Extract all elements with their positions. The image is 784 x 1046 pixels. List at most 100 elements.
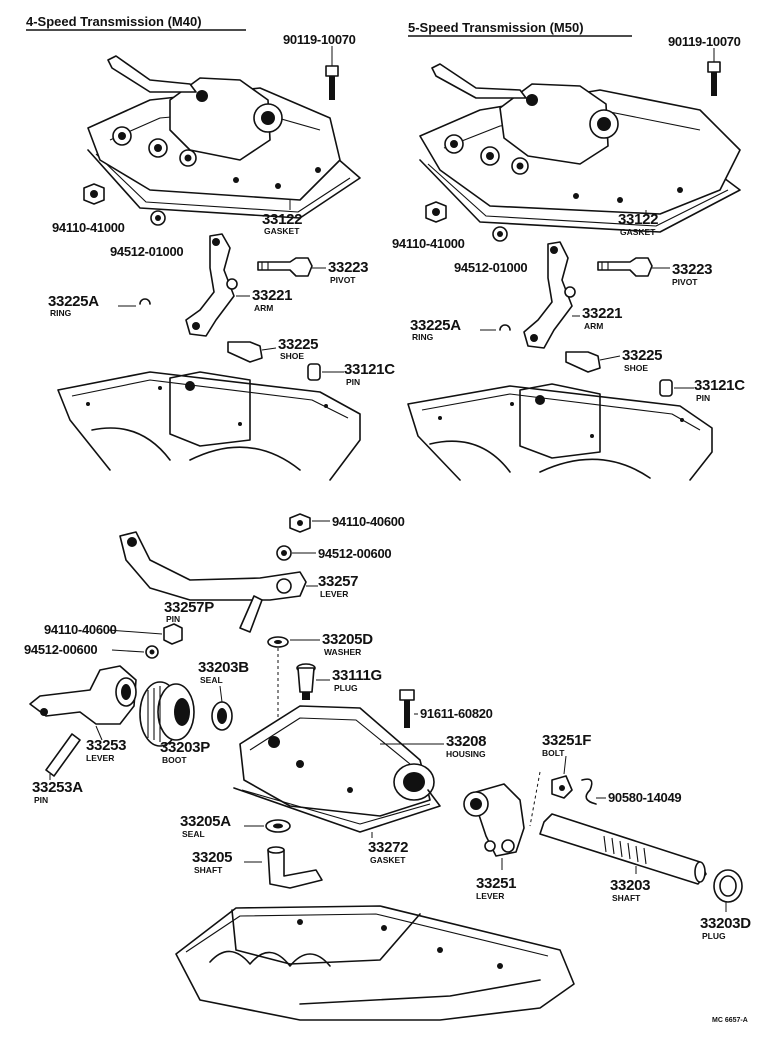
- label-shoe-m50: SHOE: [624, 363, 648, 373]
- label-shoe-m40: SHOE: [280, 351, 304, 361]
- label-33121C-m50: 33121C: [694, 377, 745, 394]
- label-33257: 33257: [318, 573, 358, 590]
- label-33111G: 33111G: [332, 667, 382, 684]
- housing-33208: [239, 705, 435, 817]
- label-33205D: 33205D: [322, 631, 373, 648]
- title-m50: 5-Speed Transmission (M50): [408, 20, 584, 35]
- m50-transmission-case: [407, 383, 713, 481]
- seal-33203B: [211, 701, 233, 731]
- label-33208: 33208: [446, 733, 486, 750]
- lever-33251: [463, 783, 525, 857]
- label-33251: 33251: [476, 875, 516, 892]
- seal-33205A: [265, 819, 291, 833]
- label-94110-40600-top: 94110-40600: [332, 514, 405, 529]
- label-33203B: 33203B: [198, 659, 249, 676]
- label-33122-m40: 33122: [262, 211, 302, 228]
- label-94110-40600-left: 94110-40600: [44, 622, 117, 637]
- m40-bolt-90119: [325, 65, 339, 100]
- label-pin-m50: PIN: [696, 393, 710, 403]
- label-pin-33253A: PIN: [34, 795, 48, 805]
- pin-33253A: [45, 733, 81, 777]
- shaft-33203: [539, 813, 707, 885]
- m50-pin-33121C: [659, 379, 673, 397]
- label-33205: 33205: [192, 849, 232, 866]
- diagram-code: MC 6657-A: [712, 1017, 748, 1024]
- plug-33203D: [713, 869, 743, 903]
- label-arm-m50: ARM: [584, 321, 603, 331]
- m50-bolt-90119: [707, 61, 721, 96]
- label-plug-33203D: PLUG: [702, 931, 726, 941]
- label-91611-60820: 91611-60820: [420, 706, 493, 721]
- label-seal-33203B: SEAL: [200, 675, 223, 685]
- label-ring-m40: RING: [50, 308, 72, 318]
- m40-nut-94110-41000: [83, 183, 105, 205]
- label-94512-00600-left: 94512-00600: [24, 642, 97, 657]
- label-pivot-m40: PIVOT: [330, 275, 356, 285]
- label-bolt-33251F: BOLT: [542, 748, 565, 758]
- pin-33257P: [239, 595, 263, 633]
- nut-94110-40600-top: [289, 513, 311, 533]
- label-33203D: 33203D: [700, 915, 751, 932]
- label-33253: 33253: [86, 737, 126, 754]
- shaft-33205: [267, 846, 323, 889]
- label-90580-14049: 90580-14049: [608, 790, 681, 805]
- label-90119-m40: 90119-10070: [283, 32, 356, 47]
- m50-shoe-33225: [565, 351, 601, 373]
- label-boot-33203P: BOOT: [162, 755, 187, 765]
- m50-ring-33225A: [499, 324, 511, 331]
- label-94110-41000-m40: 94110-41000: [52, 220, 125, 235]
- label-shaft-33203: SHAFT: [612, 893, 641, 903]
- lever-33253: [29, 665, 137, 725]
- m40-shoe-33225: [227, 341, 263, 363]
- label-33225A-m40: 33225A: [48, 293, 99, 310]
- label-33225-m40: 33225: [278, 336, 318, 353]
- label-ring-m50: RING: [412, 332, 434, 342]
- label-33225A-m50: 33225A: [410, 317, 461, 334]
- label-90119-m50: 90119-10070: [668, 34, 741, 49]
- bolt-91611-60820: [399, 689, 415, 728]
- plug-33111G: [296, 663, 316, 700]
- label-33251F: 33251F: [542, 732, 591, 749]
- m40-shift-cover-assembly: [87, 55, 361, 219]
- label-arm-m40: ARM: [254, 303, 273, 313]
- label-plug-33111G: PLUG: [334, 683, 358, 693]
- label-gasket-m50: GASKET: [620, 227, 656, 237]
- lower-transmission-case: [175, 905, 575, 1021]
- label-seal-33205A: SEAL: [182, 829, 205, 839]
- label-33221-m40: 33221: [252, 287, 292, 304]
- label-33203P: 33203P: [160, 739, 210, 756]
- label-pin-33257P: PIN: [166, 614, 180, 624]
- lever-33257: [119, 531, 307, 601]
- label-lever-33257: LEVER: [320, 589, 348, 599]
- label-33225-m50: 33225: [622, 347, 662, 364]
- m40-washer-94512-01000: [150, 210, 166, 226]
- label-pivot-m50: PIVOT: [672, 277, 698, 287]
- label-33205A: 33205A: [180, 813, 231, 830]
- gasket-33272: [233, 787, 441, 833]
- label-33223-m40: 33223: [328, 259, 368, 276]
- label-94512-01000-m50: 94512-01000: [454, 260, 527, 275]
- bolt-33251F: [551, 775, 573, 799]
- label-33272: 33272: [368, 839, 408, 856]
- washer-94512-00600-top: [276, 545, 292, 561]
- label-pin-m40: PIN: [346, 377, 360, 387]
- washer-33205D: [267, 636, 289, 648]
- label-33253A: 33253A: [32, 779, 83, 796]
- label-94512-00600-top: 94512-00600: [318, 546, 391, 561]
- label-gasket-m40: GASKET: [264, 226, 300, 236]
- label-washer-33205D: WASHER: [324, 647, 361, 657]
- label-lever-33251: LEVER: [476, 891, 504, 901]
- nut-94110-40600-left: [163, 623, 183, 645]
- label-33221-m50: 33221: [582, 305, 622, 322]
- label-33223-m50: 33223: [672, 261, 712, 278]
- title-m40: 4-Speed Transmission (M40): [26, 14, 202, 29]
- label-94110-41000-m50: 94110-41000: [392, 236, 465, 251]
- m40-pivot-33223: [257, 257, 313, 277]
- label-33121C-m40: 33121C: [344, 361, 395, 378]
- label-housing-33208: HOUSING: [446, 749, 486, 759]
- m40-pin-33121C: [307, 363, 321, 381]
- m50-nut-94110-41000: [425, 201, 447, 223]
- label-33122-m50: 33122: [618, 211, 658, 228]
- m40-arm-33221: [185, 233, 238, 337]
